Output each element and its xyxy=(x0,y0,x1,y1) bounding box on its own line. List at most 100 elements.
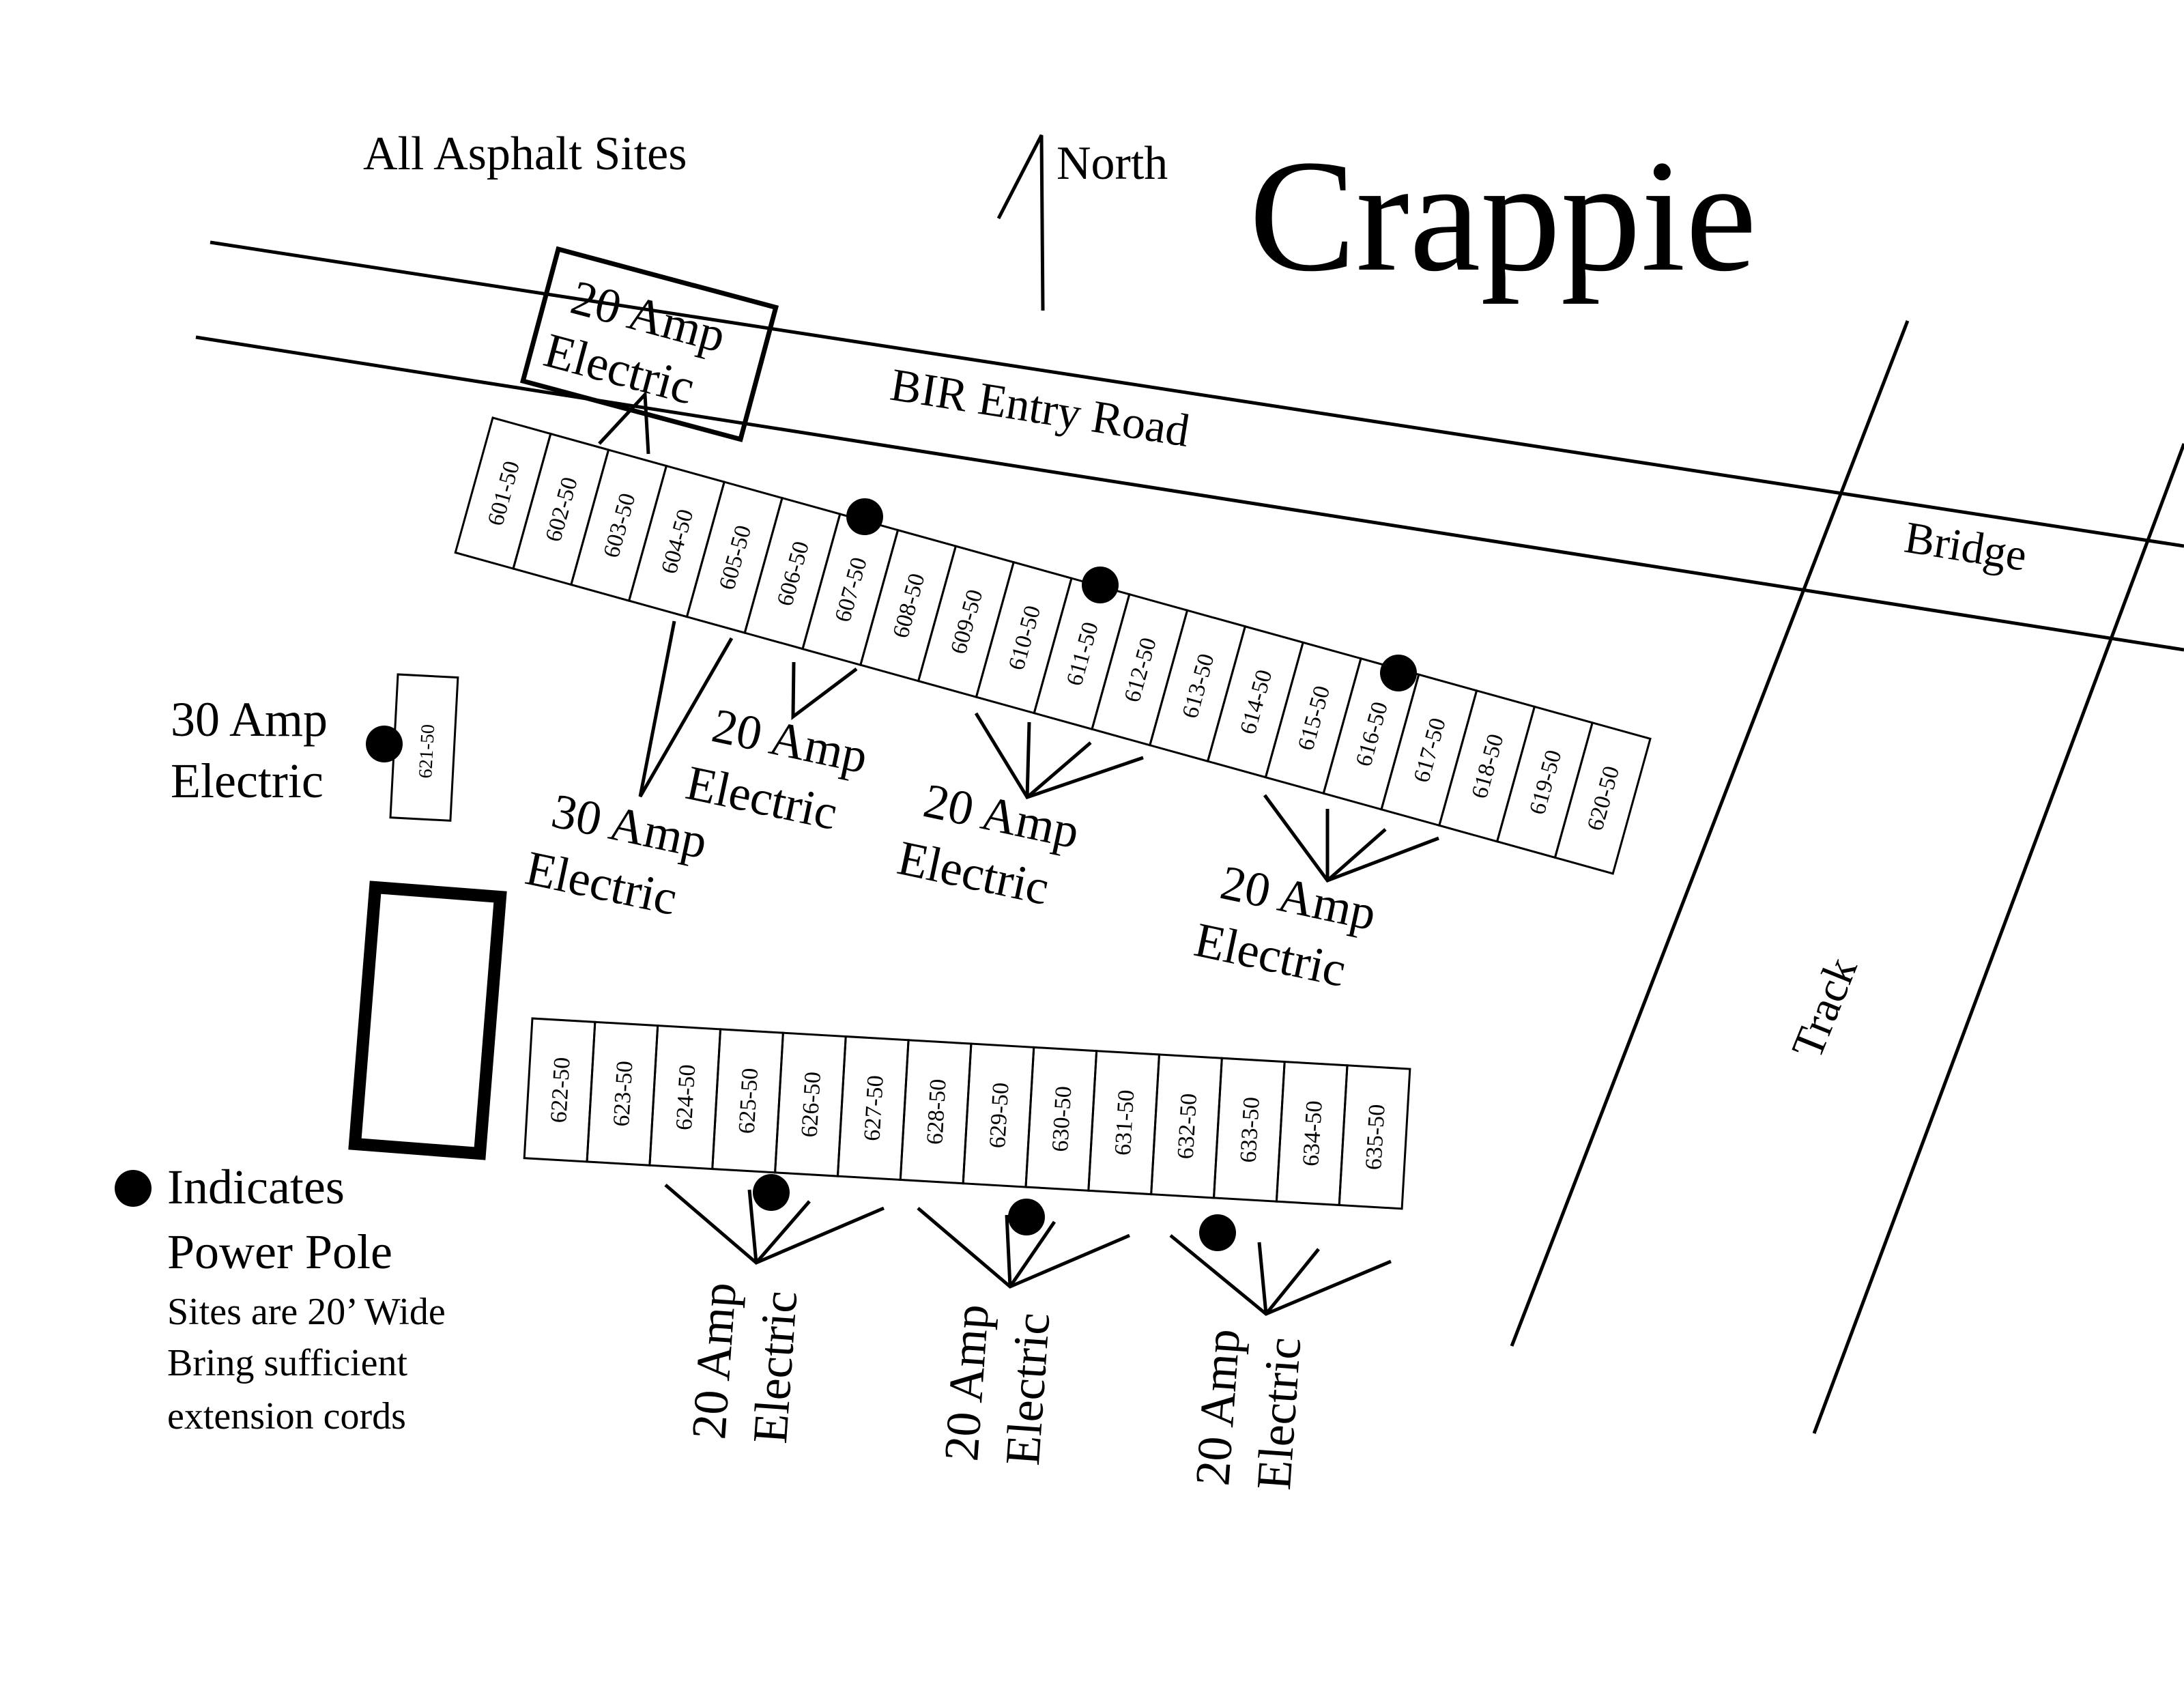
campsite: 604-50 xyxy=(627,464,726,618)
track-label: Track xyxy=(1782,951,1867,1065)
campsite: 610-50 xyxy=(975,560,1073,715)
electric-connectors xyxy=(638,620,1439,1316)
legend-note2: Bring sufficient xyxy=(167,1342,407,1384)
campsite: 603-50 xyxy=(569,448,668,602)
page-title: Crappie xyxy=(1249,127,1757,304)
track xyxy=(1510,320,2184,1434)
campsite-label: 610-50 xyxy=(1004,603,1046,673)
entry-road xyxy=(195,240,2184,652)
campsite-label: 620-50 xyxy=(1583,763,1624,833)
campsite: 632-50 xyxy=(1150,1053,1223,1199)
campsite: 630-50 xyxy=(1024,1046,1098,1192)
campsite-label: 624-50 xyxy=(672,1064,700,1131)
campsite: 625-50 xyxy=(711,1028,784,1174)
campsite: 627-50 xyxy=(836,1035,910,1182)
label-line: Electric xyxy=(171,754,324,808)
electric-box-top: 20 Amp Electric xyxy=(519,246,779,442)
campsite-label: 627-50 xyxy=(859,1074,888,1141)
campsite: 602-50 xyxy=(512,432,610,586)
campsite: 601-50 xyxy=(454,416,552,570)
campsite-label: 613-50 xyxy=(1177,651,1219,721)
campsite-label: 616-50 xyxy=(1351,699,1393,769)
label-line: Electric xyxy=(1246,1336,1311,1492)
label-line: 20 Amp xyxy=(681,1281,747,1441)
campsite-label: 606-50 xyxy=(773,539,814,609)
legend-note3: extension cords xyxy=(167,1395,406,1437)
campsite: 634-50 xyxy=(1275,1060,1349,1207)
electric-label-left-30: 30 Amp Electric xyxy=(171,692,328,808)
label-line: Electric xyxy=(743,1289,807,1446)
campsite-label: 617-50 xyxy=(1409,715,1450,786)
campsite: 609-50 xyxy=(917,545,1016,699)
campsite: 613-50 xyxy=(1148,609,1247,763)
legend-line2: Power Pole xyxy=(167,1225,392,1279)
campsite: 620-50 xyxy=(1553,721,1652,875)
campsite-label: 630-50 xyxy=(1048,1085,1076,1152)
label-line: 20 Amp xyxy=(1185,1327,1250,1487)
campsite-label: 633-50 xyxy=(1236,1096,1265,1163)
campsite-label: 625-50 xyxy=(734,1068,763,1134)
campsite: 629-50 xyxy=(962,1042,1035,1188)
campsite-label: 604-50 xyxy=(657,506,698,577)
campsite-label: 612-50 xyxy=(1119,635,1161,705)
campsite: 608-50 xyxy=(859,528,958,683)
campsite: 618-50 xyxy=(1437,689,1536,843)
campsite-label: 634-50 xyxy=(1298,1100,1327,1167)
campsite-label: 608-50 xyxy=(888,571,930,641)
campsite-label: 615-50 xyxy=(1293,683,1335,754)
campsite-label: 631-50 xyxy=(1110,1089,1139,1156)
campsite-outline xyxy=(1338,1064,1411,1210)
power-pole-dot-icon xyxy=(1199,1214,1236,1251)
label-line: Electric xyxy=(995,1311,1060,1468)
bridge-label: Bridge xyxy=(1901,513,2030,581)
campsite: 617-50 xyxy=(1380,673,1478,827)
campsite-label: 605-50 xyxy=(715,523,756,593)
electric-label-row-20b: 20 Amp Electric xyxy=(893,773,1084,915)
north-label: North xyxy=(1057,137,1168,190)
campsite-label: 609-50 xyxy=(946,587,988,657)
campsite: 622-50 xyxy=(523,1017,597,1163)
campsite: 628-50 xyxy=(899,1039,973,1185)
campsite: 612-50 xyxy=(1091,592,1189,747)
campsite-label: 622-50 xyxy=(546,1057,575,1124)
campsite-outline xyxy=(1553,721,1652,875)
label-line: 30 Amp xyxy=(171,692,328,747)
label-line: 20 Amp xyxy=(934,1302,999,1463)
campsite: 605-50 xyxy=(685,481,784,634)
north-arrow-icon xyxy=(996,134,1045,311)
campsite: 631-50 xyxy=(1087,1050,1161,1196)
campsite: 615-50 xyxy=(1264,641,1362,795)
electric-label-row-20c: 20 Amp Electric xyxy=(1190,855,1381,997)
campsite: 624-50 xyxy=(648,1025,722,1171)
campsite: 607-50 xyxy=(801,513,900,667)
power-pole-dot-icon xyxy=(1380,655,1417,691)
campsite: 619-50 xyxy=(1495,705,1594,859)
legend: Indicates Power Pole Sites are 20’ Wide … xyxy=(115,1160,446,1437)
campsite: 626-50 xyxy=(774,1031,847,1177)
building xyxy=(348,881,507,1160)
subtitle: All Asphalt Sites xyxy=(363,128,687,180)
campsite: 633-50 xyxy=(1212,1057,1286,1203)
power-poles xyxy=(366,498,1417,1251)
site-label: 621-50 xyxy=(415,724,439,779)
power-pole-dot-icon xyxy=(753,1174,790,1211)
power-pole-dot-icon xyxy=(1008,1199,1045,1235)
campsite: 614-50 xyxy=(1206,625,1305,779)
entry-road-label: BIR Entry Road xyxy=(887,358,1193,457)
campsite: 635-50 xyxy=(1338,1064,1411,1210)
power-pole-dot-icon xyxy=(115,1170,152,1207)
site-621: 621-50 xyxy=(389,673,459,822)
power-pole-dot-icon xyxy=(1082,567,1119,603)
campsite-label: 607-50 xyxy=(830,555,872,625)
legend-note1: Sites are 20’ Wide xyxy=(167,1291,446,1333)
campsite-label: 619-50 xyxy=(1525,747,1566,818)
campsite-label: 635-50 xyxy=(1361,1104,1390,1171)
campsite-label: 623-50 xyxy=(609,1060,637,1127)
campsite-label: 632-50 xyxy=(1173,1093,1202,1160)
campsite: 606-50 xyxy=(743,496,842,650)
bottom-site-row: 622-50 623-50 624-50 625-50 626-50 627-50 628-… xyxy=(523,1017,1411,1210)
campsite-label: 614-50 xyxy=(1235,667,1277,737)
campsite-label: 603-50 xyxy=(599,491,640,561)
electric-label-bottom-20c: 20 Amp Electric xyxy=(1185,1327,1311,1492)
